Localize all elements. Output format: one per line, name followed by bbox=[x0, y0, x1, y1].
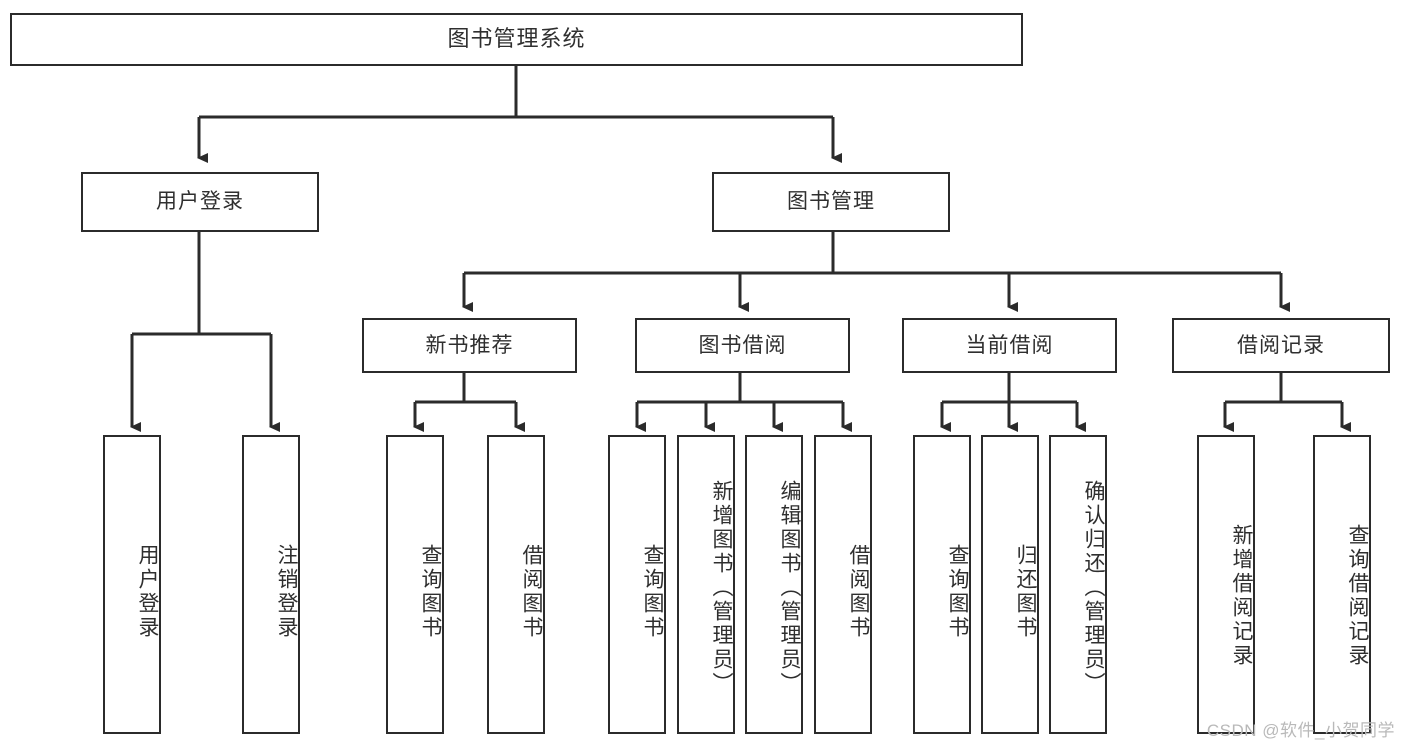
node-book-manage[interactable]: 图书管理 bbox=[712, 172, 950, 232]
node-leaf-edit-book[interactable]: 编辑图书（管理员） bbox=[745, 435, 803, 734]
node-leaf-query-record[interactable]: 查询借阅记录 bbox=[1313, 435, 1371, 734]
node-leaf-borrow-book-1-label: 借阅图书 bbox=[520, 543, 543, 640]
node-leaf-logout-login[interactable]: 注销登录 bbox=[242, 435, 300, 734]
node-book-borrow[interactable]: 图书借阅 bbox=[635, 318, 850, 373]
node-current-borrow[interactable]: 当前借阅 bbox=[902, 318, 1117, 373]
node-leaf-add-book-label: 新增图书（管理员） bbox=[710, 479, 733, 696]
node-book-borrow-label: 图书借阅 bbox=[698, 333, 787, 357]
node-leaf-edit-book-label: 编辑图书（管理员） bbox=[778, 479, 801, 696]
node-leaf-query-book-3-label: 查询图书 bbox=[946, 543, 969, 640]
node-leaf-user-login[interactable]: 用户登录 bbox=[103, 435, 161, 734]
node-leaf-return-book-label: 归还图书 bbox=[1014, 543, 1037, 640]
node-root[interactable]: 图书管理系统 bbox=[10, 13, 1023, 66]
node-root-label: 图书管理系统 bbox=[447, 26, 586, 52]
node-leaf-borrow-book-2[interactable]: 借阅图书 bbox=[814, 435, 872, 734]
node-leaf-logout-login-label: 注销登录 bbox=[275, 543, 298, 640]
node-user-login-label: 用户登录 bbox=[156, 190, 244, 214]
node-leaf-add-record[interactable]: 新增借阅记录 bbox=[1197, 435, 1255, 734]
node-leaf-confirm-return-label: 确认归还（管理员） bbox=[1082, 479, 1105, 696]
node-leaf-query-book-3[interactable]: 查询图书 bbox=[913, 435, 971, 734]
node-new-book-recommend[interactable]: 新书推荐 bbox=[362, 318, 577, 373]
node-leaf-user-login-label: 用户登录 bbox=[136, 543, 159, 640]
node-new-book-recommend-label: 新书推荐 bbox=[425, 333, 514, 357]
node-leaf-query-book-1[interactable]: 查询图书 bbox=[386, 435, 444, 734]
watermark: CSDN @软件_小贺同学 bbox=[1206, 721, 1395, 740]
node-leaf-query-book-2[interactable]: 查询图书 bbox=[608, 435, 666, 734]
node-current-borrow-label: 当前借阅 bbox=[965, 333, 1054, 357]
node-leaf-query-record-label: 查询借阅记录 bbox=[1346, 523, 1369, 668]
node-borrow-record[interactable]: 借阅记录 bbox=[1172, 318, 1390, 373]
node-leaf-query-book-1-label: 查询图书 bbox=[419, 543, 442, 640]
node-book-manage-label: 图书管理 bbox=[787, 190, 875, 214]
node-leaf-return-book[interactable]: 归还图书 bbox=[981, 435, 1039, 734]
node-leaf-borrow-book-2-label: 借阅图书 bbox=[847, 543, 870, 640]
node-leaf-add-record-label: 新增借阅记录 bbox=[1230, 523, 1253, 668]
node-leaf-borrow-book-1[interactable]: 借阅图书 bbox=[487, 435, 545, 734]
node-leaf-add-book[interactable]: 新增图书（管理员） bbox=[677, 435, 735, 734]
node-borrow-record-label: 借阅记录 bbox=[1237, 333, 1325, 357]
node-leaf-query-book-2-label: 查询图书 bbox=[641, 543, 664, 640]
node-leaf-confirm-return[interactable]: 确认归还（管理员） bbox=[1049, 435, 1107, 734]
node-user-login[interactable]: 用户登录 bbox=[81, 172, 319, 232]
